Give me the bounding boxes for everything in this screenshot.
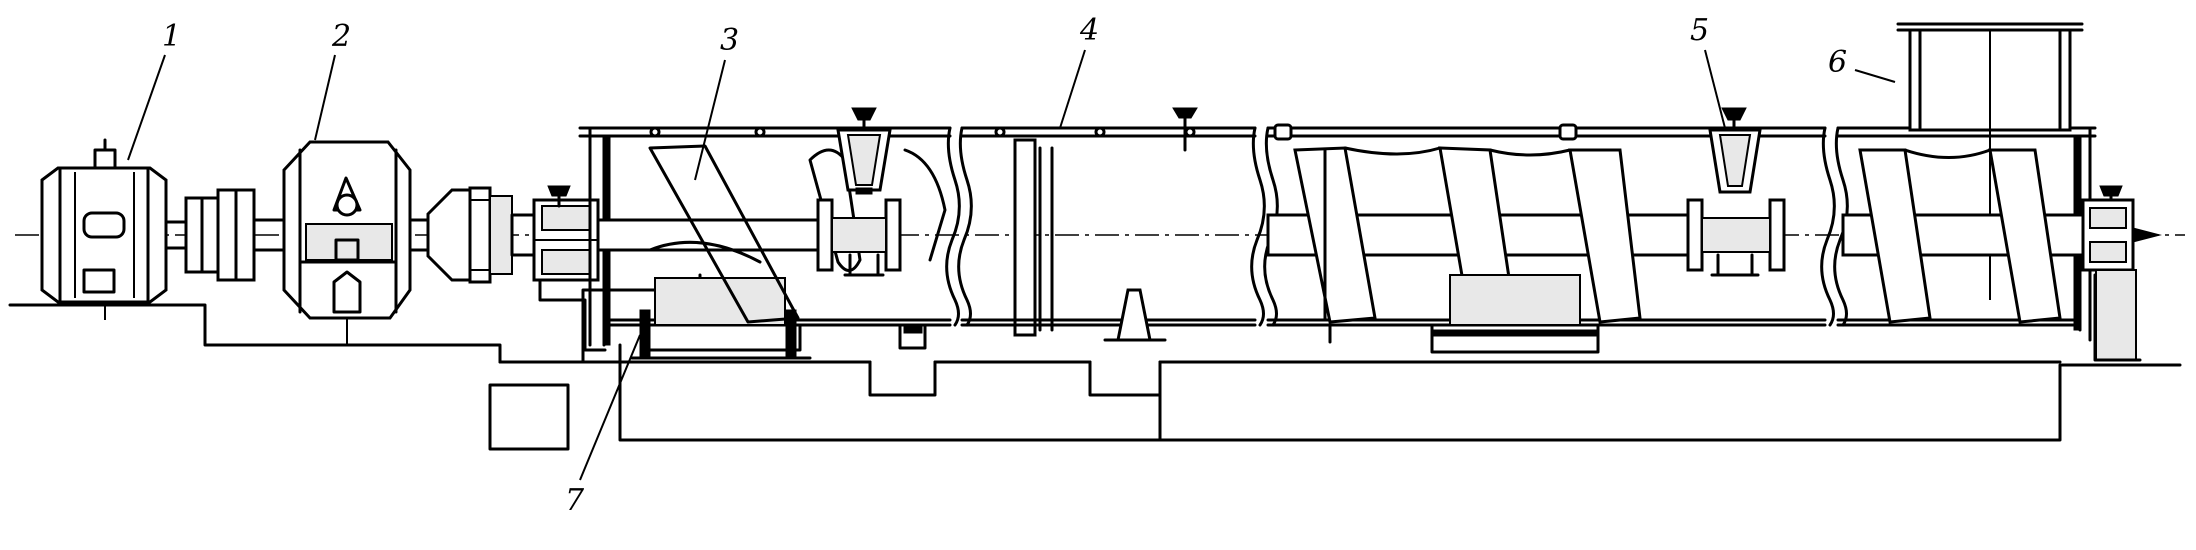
coupling-1 bbox=[184, 188, 286, 282]
trough-section-2 bbox=[960, 107, 1257, 342]
coupling-2 bbox=[426, 186, 536, 284]
motor bbox=[40, 138, 188, 320]
leader-lines bbox=[127, 49, 1896, 481]
label-6: 6 bbox=[1828, 45, 1847, 80]
trough-section-4 bbox=[1836, 22, 2162, 362]
break-line-3 bbox=[1250, 126, 1266, 327]
foundation bbox=[8, 273, 2182, 451]
break-line-1 bbox=[945, 126, 961, 327]
drive-end-bearing bbox=[532, 185, 607, 352]
base-block bbox=[488, 383, 570, 451]
label-1: 1 bbox=[162, 19, 181, 54]
label-4: 4 bbox=[1079, 13, 1099, 48]
break-line-6 bbox=[1833, 126, 1849, 327]
trough-section-3 bbox=[1266, 107, 1827, 354]
reducer bbox=[282, 140, 430, 345]
label-7: 7 bbox=[565, 483, 585, 518]
label-3: 3 bbox=[720, 23, 739, 58]
label-2: 2 bbox=[331, 19, 351, 54]
break-line-2 bbox=[957, 126, 973, 327]
break-line-5 bbox=[1820, 126, 1836, 327]
trough-section-1 bbox=[578, 107, 952, 360]
part-labels: 1 2 3 4 5 6 7 bbox=[162, 13, 1847, 518]
label-5: 5 bbox=[1690, 13, 1709, 48]
